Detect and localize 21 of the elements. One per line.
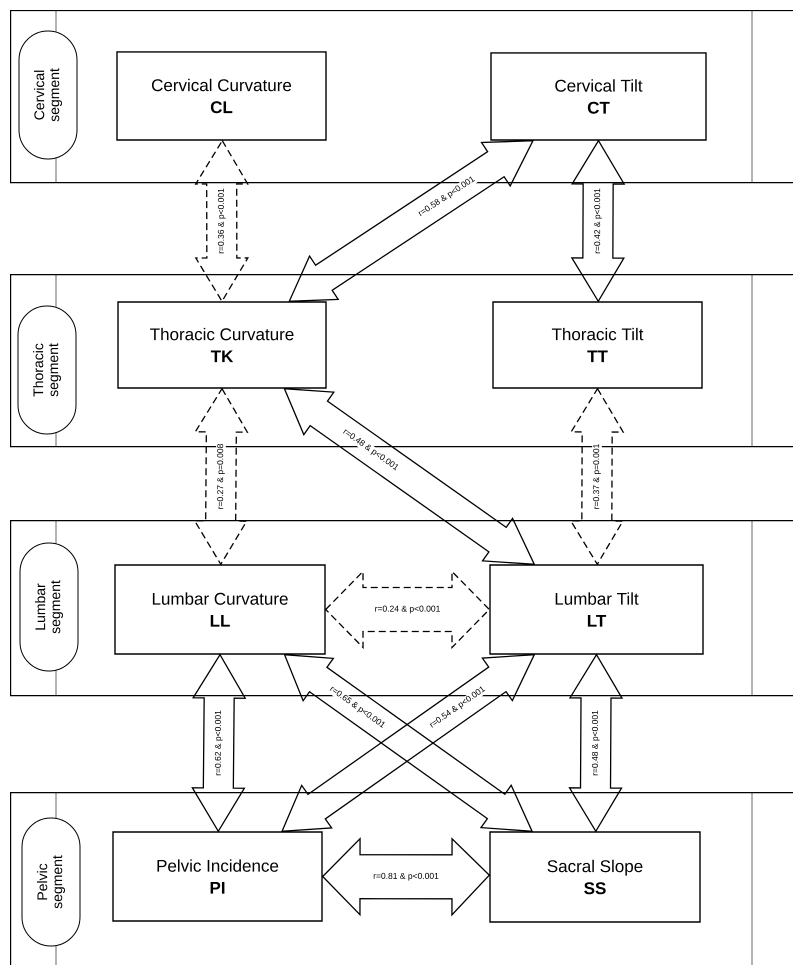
segment-label: Lumbar segment [20,542,78,672]
segment-label: Pelvic segment [22,818,80,946]
label-box: Lumbar Tilt LT [489,564,704,655]
edge-label: r=0.42 & p<0.001 [593,187,603,255]
edge-label: r=0.62 & p<0.001 [214,709,224,777]
segment-label: Thoracic segment [18,306,76,434]
label-box: Cervical Tilt CT [490,52,707,141]
edge-label: r=0.36 & p<0.001 [216,187,227,255]
label-box: Cervical Curvature CL [116,51,327,141]
label-box: Thoracic Curvature TK [117,301,327,389]
label-box: Thoracic Tilt TT [492,301,703,389]
label-box: Lumbar Curvature LL [114,564,326,655]
edge-label: r=0.24 & p<0.001 [374,604,442,614]
edge-label: r=0.27 & p=0.008 [216,442,226,510]
segment-band [10,792,793,965]
segment-label: Cervical segment [18,30,78,160]
label-box: Sacral Slope SS [489,831,701,923]
label-box: Pelvic Incidence PI [112,831,323,922]
edge-label: r=0.48 & p<0.001 [590,709,601,777]
edge-label: r=0.37 & p=0.001 [592,442,602,510]
edge-label: r=0.81 & p<0.001 [372,872,440,882]
